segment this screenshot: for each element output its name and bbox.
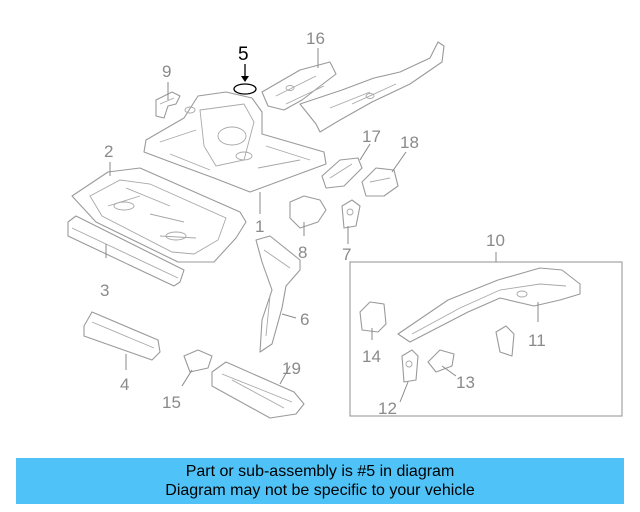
bracket-9-part (155, 91, 181, 119)
callout-4: 4 (120, 375, 129, 394)
rear-floor-pan-part (143, 91, 327, 193)
banner-line-1: Part or sub-assembly is #5 in diagram (185, 463, 455, 480)
wheelhouse-6-part (255, 235, 301, 353)
callout-15: 15 (162, 393, 181, 412)
floor-reinforcement-19-part (211, 361, 305, 419)
bracket-13-part (427, 349, 455, 373)
callout-17: 17 (362, 127, 381, 146)
parts-diagram: 1 2 3 4 5 6 7 8 9 10 11 12 13 14 15 16 1… (67, 29, 623, 419)
bracket-7-part (341, 199, 361, 229)
side-rail-11-part (397, 267, 581, 343)
callout-19: 19 (282, 359, 301, 378)
front-floor-pan-part (71, 167, 247, 263)
leader-lines (105, 48, 539, 403)
plug-5-part (233, 64, 257, 95)
group-10-box (349, 261, 623, 417)
banner-line-2: Diagram may not be specific to your vehi… (165, 482, 475, 499)
callout-2: 2 (104, 142, 113, 161)
info-banner: Part or sub-assembly is #5 in diagram Di… (16, 458, 624, 504)
callout-12: 12 (378, 399, 397, 418)
callout-18: 18 (400, 133, 419, 152)
rail-assembly-16-part (261, 41, 445, 133)
callout-5: 5 (238, 44, 249, 65)
callout-9: 9 (162, 62, 171, 81)
callout-6: 6 (300, 310, 309, 329)
callout-16: 16 (306, 29, 325, 48)
bracket-8-part (289, 195, 327, 229)
bracket-14-part (359, 301, 387, 333)
bracket-12-part (401, 349, 419, 383)
callout-7: 7 (342, 245, 351, 264)
front-crossmember-part (67, 215, 185, 287)
bracket-15-part (183, 349, 213, 373)
callout-3: 3 (100, 281, 109, 300)
bracket-11b-part (495, 325, 515, 357)
bracket-18-part (361, 167, 399, 197)
bracket-17-part (321, 157, 363, 189)
crossmember-4-part (83, 311, 161, 361)
callout-13: 13 (456, 373, 475, 392)
callout-10: 10 (486, 231, 505, 250)
callout-11: 11 (528, 331, 546, 350)
callout-1: 1 (255, 217, 264, 236)
callout-14: 14 (362, 347, 381, 366)
callout-8: 8 (298, 243, 307, 262)
